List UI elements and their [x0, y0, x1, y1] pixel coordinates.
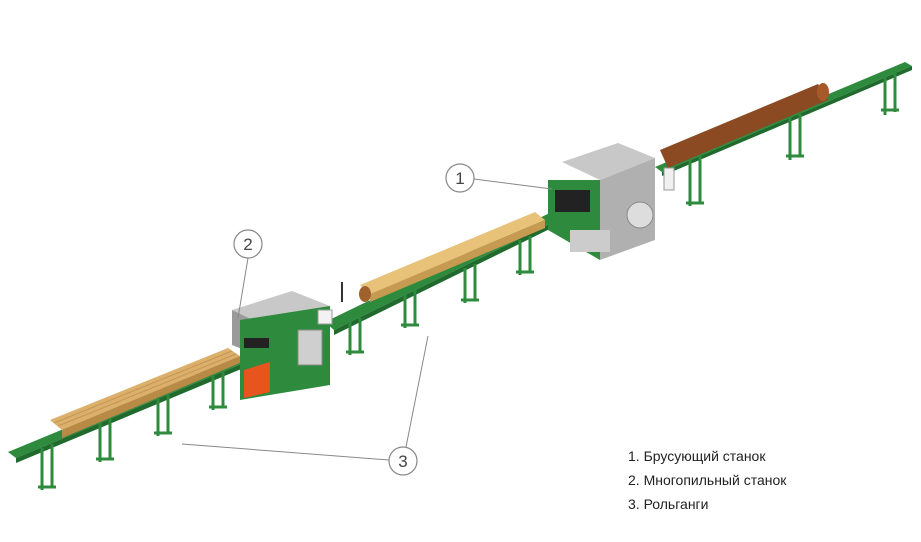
beam-end [359, 286, 371, 302]
machine-2-panel [297, 329, 323, 366]
conveyor-leg [461, 264, 479, 303]
legend-item-roller-tables: 3. Рольганги [628, 496, 709, 512]
legend: 1. Брусующий станок 2. Многопильный стан… [628, 444, 786, 516]
conveyor-leg [346, 318, 364, 355]
machine-1-feed-rollers [555, 190, 590, 212]
legend-item-edger: 1. Брусующий станок [628, 448, 766, 464]
boards-side [62, 356, 240, 438]
conveyor-leg [154, 394, 172, 436]
beam-side [370, 220, 545, 302]
callout-1-circle [445, 163, 475, 193]
conveyor-leg [786, 110, 804, 160]
log-end [817, 83, 829, 101]
legend-item-multirip: 2. Многопильный станок [628, 472, 787, 488]
callout-leaders [181, 178, 553, 461]
machine-1-base [570, 230, 610, 252]
board-seam [57, 353, 237, 427]
middle-rail-shade [334, 214, 570, 335]
callout-1-leader [473, 178, 553, 190]
conveyor-leg [401, 290, 419, 328]
machine-1-edger [548, 143, 675, 260]
machine-1-top [562, 143, 655, 180]
callout-2: 2 [233, 229, 263, 259]
callout-1: 1 [445, 163, 475, 193]
conveyor-leg [881, 70, 899, 115]
conveyor-leg [209, 371, 227, 410]
machine-2-infeed-slot [244, 338, 269, 348]
callout-2-circle [233, 229, 263, 259]
machine-1-side [600, 158, 655, 260]
conveyor-leg [96, 418, 114, 462]
log-body [660, 84, 828, 168]
machine-1-control-box [663, 167, 675, 191]
conveyor-leg [686, 156, 704, 206]
machine-2-orange-guard [244, 362, 270, 398]
board-seam [53, 350, 233, 424]
callout-2-number: 2 [243, 235, 252, 254]
machine-1-motor [626, 201, 654, 229]
round-log [660, 83, 829, 168]
callout-3: 3 [388, 446, 418, 476]
callout-1-number: 1 [455, 169, 464, 188]
conveyor-legs [38, 70, 899, 490]
sawn-boards [50, 348, 240, 438]
conveyor-leg [516, 236, 534, 275]
callout-3-leader-b [405, 335, 429, 448]
outfeed-rail-shade [16, 362, 246, 463]
callout-3-number: 3 [398, 452, 407, 471]
beam-top [360, 212, 545, 294]
callout-3-circle [388, 446, 418, 476]
conveyor-leg [38, 444, 56, 490]
callout-3-leader-a [181, 443, 390, 461]
callout-2-leader [237, 257, 249, 319]
infeed-rail-shade [662, 66, 912, 176]
machine-2-switch-box [317, 309, 333, 325]
square-beam [359, 212, 545, 302]
machine-2-multirip [232, 282, 343, 400]
